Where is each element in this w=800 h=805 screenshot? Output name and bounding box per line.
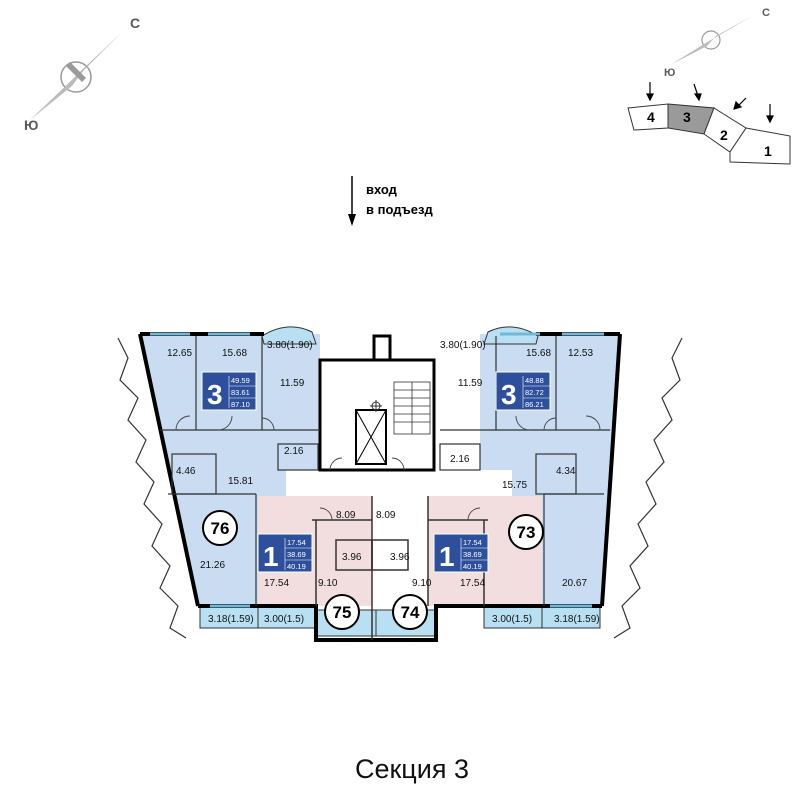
corridor [286, 470, 512, 496]
badge-75-living: 17.54 [287, 538, 306, 547]
partitions-right [439, 336, 610, 606]
area-75-bath: 3.96 [342, 552, 362, 563]
badge-76-living: 49.59 [231, 376, 250, 385]
partitions-left [160, 336, 320, 606]
area-l-room-c: 21.26 [200, 560, 225, 571]
badge-apartment-74[interactable]: 1 17.54 38.69 40.19 [433, 533, 489, 573]
key-compass-north-label: С [762, 7, 770, 19]
balcony-top-left [261, 326, 317, 345]
compass-north-label: С [130, 15, 140, 31]
area-75-kitchen: 9.10 [318, 578, 338, 589]
key-section-1 [729, 127, 791, 165]
area-l-room-b: 15.68 [222, 348, 247, 359]
badge-76-rooms: 3 [207, 379, 223, 410]
badge-73-living: 48.88 [525, 376, 544, 385]
apartment-75-number: 75 [333, 603, 352, 622]
key-plan: С Ю 4 3 2 1 [627, 7, 791, 165]
area-r-wc: 4.34 [556, 466, 576, 477]
apartment-76-number: 76 [211, 519, 230, 538]
area-r-room-c: 20.67 [562, 578, 587, 589]
area-r-hall: 15.75 [502, 480, 527, 491]
area-74-room: 17.54 [460, 578, 485, 589]
area-75-hall: 8.09 [336, 510, 356, 521]
compass-key: С Ю [664, 7, 770, 79]
badge-74-living: 17.54 [463, 538, 482, 547]
entrance-label-line1: вход [366, 182, 398, 197]
area-r-kitchen: 11.59 [458, 378, 483, 389]
badge-apartment-75[interactable]: 1 17.54 38.69 40.19 [257, 533, 313, 573]
section-title: Секция 3 [355, 754, 469, 784]
badge-74-total: 38.69 [463, 550, 482, 559]
badge-74-rooms: 1 [439, 541, 455, 572]
area-r-balcony-b1: 3.18(1.59) [554, 614, 600, 625]
compass-cross [66, 62, 86, 82]
key-compass-south-label: Ю [664, 67, 675, 79]
badge-apartment-76[interactable]: 3 49.59 83.61 87.10 [201, 371, 257, 411]
compass-main: С Ю [24, 15, 140, 133]
apartment-74-marker[interactable]: 74 [392, 594, 428, 630]
badge-73-rooms: 3 [501, 379, 517, 410]
doors [175, 415, 601, 521]
key-label-2: 2 [720, 127, 728, 143]
area-l-balcony-top: 3.80(1.90) [267, 340, 313, 351]
apartment-73-number: 73 [517, 523, 536, 542]
key-entrance-arrows [646, 82, 774, 124]
entrance-indicator: вход в подъезд [348, 176, 433, 226]
key-label-4: 4 [647, 109, 655, 125]
staircase [393, 381, 431, 435]
area-74-bath: 3.96 [390, 552, 410, 563]
area-r-room-b: 12.53 [568, 348, 593, 359]
key-label-1: 1 [764, 143, 772, 159]
apartment-75-marker[interactable]: 75 [324, 594, 360, 630]
area-l-bath: 2.16 [284, 446, 304, 457]
apartment-74-number: 74 [401, 603, 420, 622]
badge-apartment-73[interactable]: 3 48.88 82.72 86.21 [495, 371, 551, 411]
badge-76-total-balcony: 87.10 [231, 400, 250, 409]
apartment-73-marker[interactable]: 73 [508, 514, 544, 550]
area-l-room-a: 12.65 [167, 348, 192, 359]
facade-left [117, 337, 187, 639]
area-r-bath: 2.16 [450, 454, 470, 465]
badge-74-total-balcony: 40.19 [463, 562, 482, 571]
badge-76-total: 83.61 [231, 388, 250, 397]
apartment-75-fill [258, 496, 372, 606]
area-75-room: 17.54 [264, 578, 289, 589]
area-l-hall: 15.81 [228, 476, 253, 487]
badge-73-total-balcony: 86.21 [525, 400, 544, 409]
area-l-balcony-b2: 3.00(1.5) [264, 614, 304, 625]
entrance-label-line2: в подъезд [366, 202, 433, 217]
badge-73-total: 82.72 [525, 388, 544, 397]
compass-ring [60, 61, 92, 93]
badge-75-total: 38.69 [287, 550, 306, 559]
area-l-wc: 4.46 [176, 466, 196, 477]
floor-plan: 12.65 15.68 3.80(1.90) 11.59 4.46 2.16 1… [117, 326, 683, 642]
area-l-kitchen: 11.59 [280, 378, 305, 389]
area-74-hall: 8.09 [376, 510, 396, 521]
partitions-center [312, 496, 488, 640]
area-r-balcony-top: 3.80(1.90) [440, 340, 486, 351]
badge-75-rooms: 1 [263, 541, 279, 572]
windows [150, 332, 604, 608]
facade-right [613, 337, 683, 639]
area-r-balcony-b2: 3.00(1.5) [492, 614, 532, 625]
compass-south-label: Ю [24, 117, 38, 133]
key-label-3: 3 [683, 109, 691, 125]
vent-shaft [372, 334, 392, 362]
area-74-kitchen: 9.10 [412, 578, 432, 589]
area-l-balcony-b1: 3.18(1.59) [208, 614, 254, 625]
area-r-room-a: 15.68 [526, 348, 551, 359]
elevator [355, 409, 387, 465]
apartment-76-marker[interactable]: 76 [202, 510, 238, 546]
badge-75-total-balcony: 40.19 [287, 562, 306, 571]
